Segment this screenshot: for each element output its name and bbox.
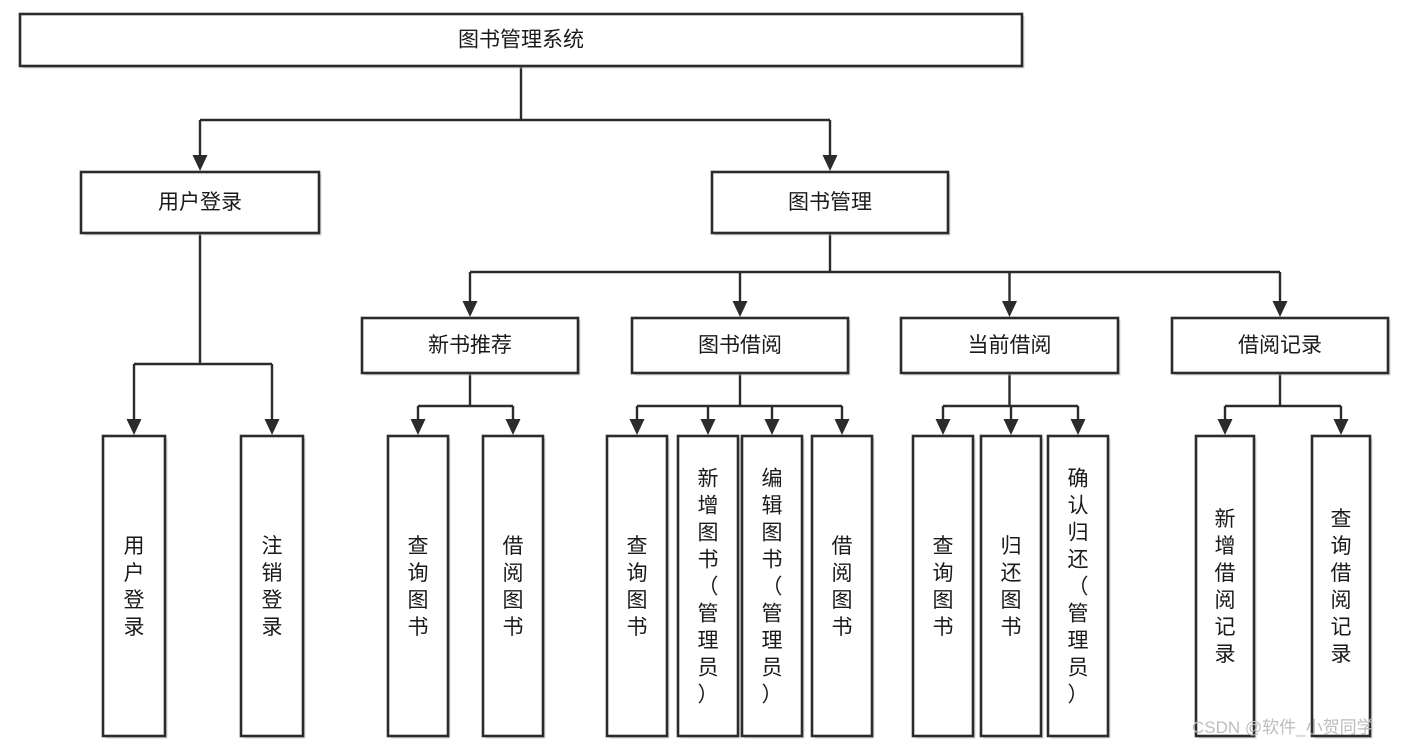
arrow-head-icon [1070, 419, 1086, 435]
csdn-watermark: CSDN @软件_小贺同学 [1192, 718, 1374, 737]
node-box-book-manage[interactable] [710, 170, 950, 235]
node-label-leaf-query-record: 查询借阅记录 [1331, 508, 1352, 666]
arrow-head-icon [505, 419, 521, 435]
arrow-head-icon [822, 155, 838, 171]
node-box-leaf-add-book[interactable] [676, 434, 740, 738]
arrow-head-icon [732, 301, 748, 317]
node-label-leaf-query-book-3: 查询图书 [933, 535, 954, 639]
node-label-leaf-query-book-2: 查询图书 [627, 535, 648, 639]
arrow-head-icon [700, 419, 716, 435]
arrow-head-icon [1003, 419, 1019, 435]
node-label-leaf-edit-book: 编辑图书（管理员） [762, 468, 783, 707]
arrow-head-icon [1217, 419, 1233, 435]
node-label-root: 图书管理系统 [458, 29, 584, 52]
node-box-book-borrow[interactable] [630, 316, 850, 375]
node-label-leaf-confirm-return: 确认归还（管理员） [1068, 468, 1089, 707]
node-box-borrow-record[interactable] [1170, 316, 1390, 375]
node-box-new-book-recommend[interactable] [360, 316, 580, 375]
node-label-book-borrow: 图书借阅 [698, 334, 782, 357]
arrow-head-icon [629, 419, 645, 435]
arrow-head-icon [126, 419, 142, 435]
arrow-head-icon [935, 419, 951, 435]
node-label-leaf-user-login: 用户登录 [124, 535, 145, 639]
node-box-leaf-add-record[interactable] [1194, 434, 1256, 738]
node-box-leaf-query-book-2[interactable] [605, 434, 669, 738]
node-box-leaf-logout[interactable] [239, 434, 305, 738]
node-label-user-login: 用户登录 [158, 191, 242, 214]
box-layer [18, 12, 1391, 739]
node-box-leaf-query-book-3[interactable] [911, 434, 975, 738]
node-label-current-borrow: 当前借阅 [968, 334, 1052, 357]
node-label-leaf-borrow-book-1: 借阅图书 [503, 535, 524, 639]
arrow-head-icon [834, 419, 850, 435]
arrow-head-icon [410, 419, 426, 435]
node-label-leaf-query-book-1: 查询图书 [408, 535, 429, 639]
arrow-head-icon [1002, 301, 1017, 317]
node-label-leaf-add-record: 新增借阅记录 [1215, 508, 1236, 666]
node-label-new-book-recommend: 新书推荐 [428, 334, 512, 357]
node-box-root[interactable] [18, 12, 1024, 68]
node-label-leaf-borrow-book-2: 借阅图书 [832, 535, 853, 639]
node-box-leaf-query-record[interactable] [1310, 434, 1372, 738]
node-box-leaf-return-book[interactable] [979, 434, 1043, 738]
node-box-leaf-borrow-book-2[interactable] [810, 434, 874, 738]
node-box-leaf-confirm-return[interactable] [1046, 434, 1110, 738]
node-box-leaf-query-book-1[interactable] [386, 434, 450, 738]
arrow-head-icon [1272, 301, 1288, 317]
node-box-user-login[interactable] [79, 170, 321, 235]
arrow-head-icon [1333, 419, 1349, 435]
arrow-head-icon [462, 301, 478, 317]
node-box-current-borrow[interactable] [899, 316, 1120, 375]
node-label-leaf-return-book: 归还图书 [1001, 535, 1022, 639]
arrow-head-icon [192, 155, 208, 171]
node-label-leaf-add-book: 新增图书（管理员） [698, 468, 719, 707]
label-layer: 图书管理系统用户登录图书管理新书推荐图书借阅当前借阅借阅记录用户登录注销登录查询… [124, 29, 1352, 707]
node-box-leaf-edit-book[interactable] [740, 434, 804, 738]
arrow-head-icon [764, 419, 780, 435]
node-label-leaf-logout: 注销登录 [262, 535, 283, 639]
node-box-leaf-borrow-book-1[interactable] [481, 434, 545, 738]
node-label-book-manage: 图书管理 [788, 191, 872, 214]
arrow-head-icon [264, 419, 280, 435]
node-label-borrow-record: 借阅记录 [1238, 334, 1322, 357]
connector-layer [126, 66, 1349, 435]
node-box-leaf-user-login[interactable] [101, 434, 167, 738]
